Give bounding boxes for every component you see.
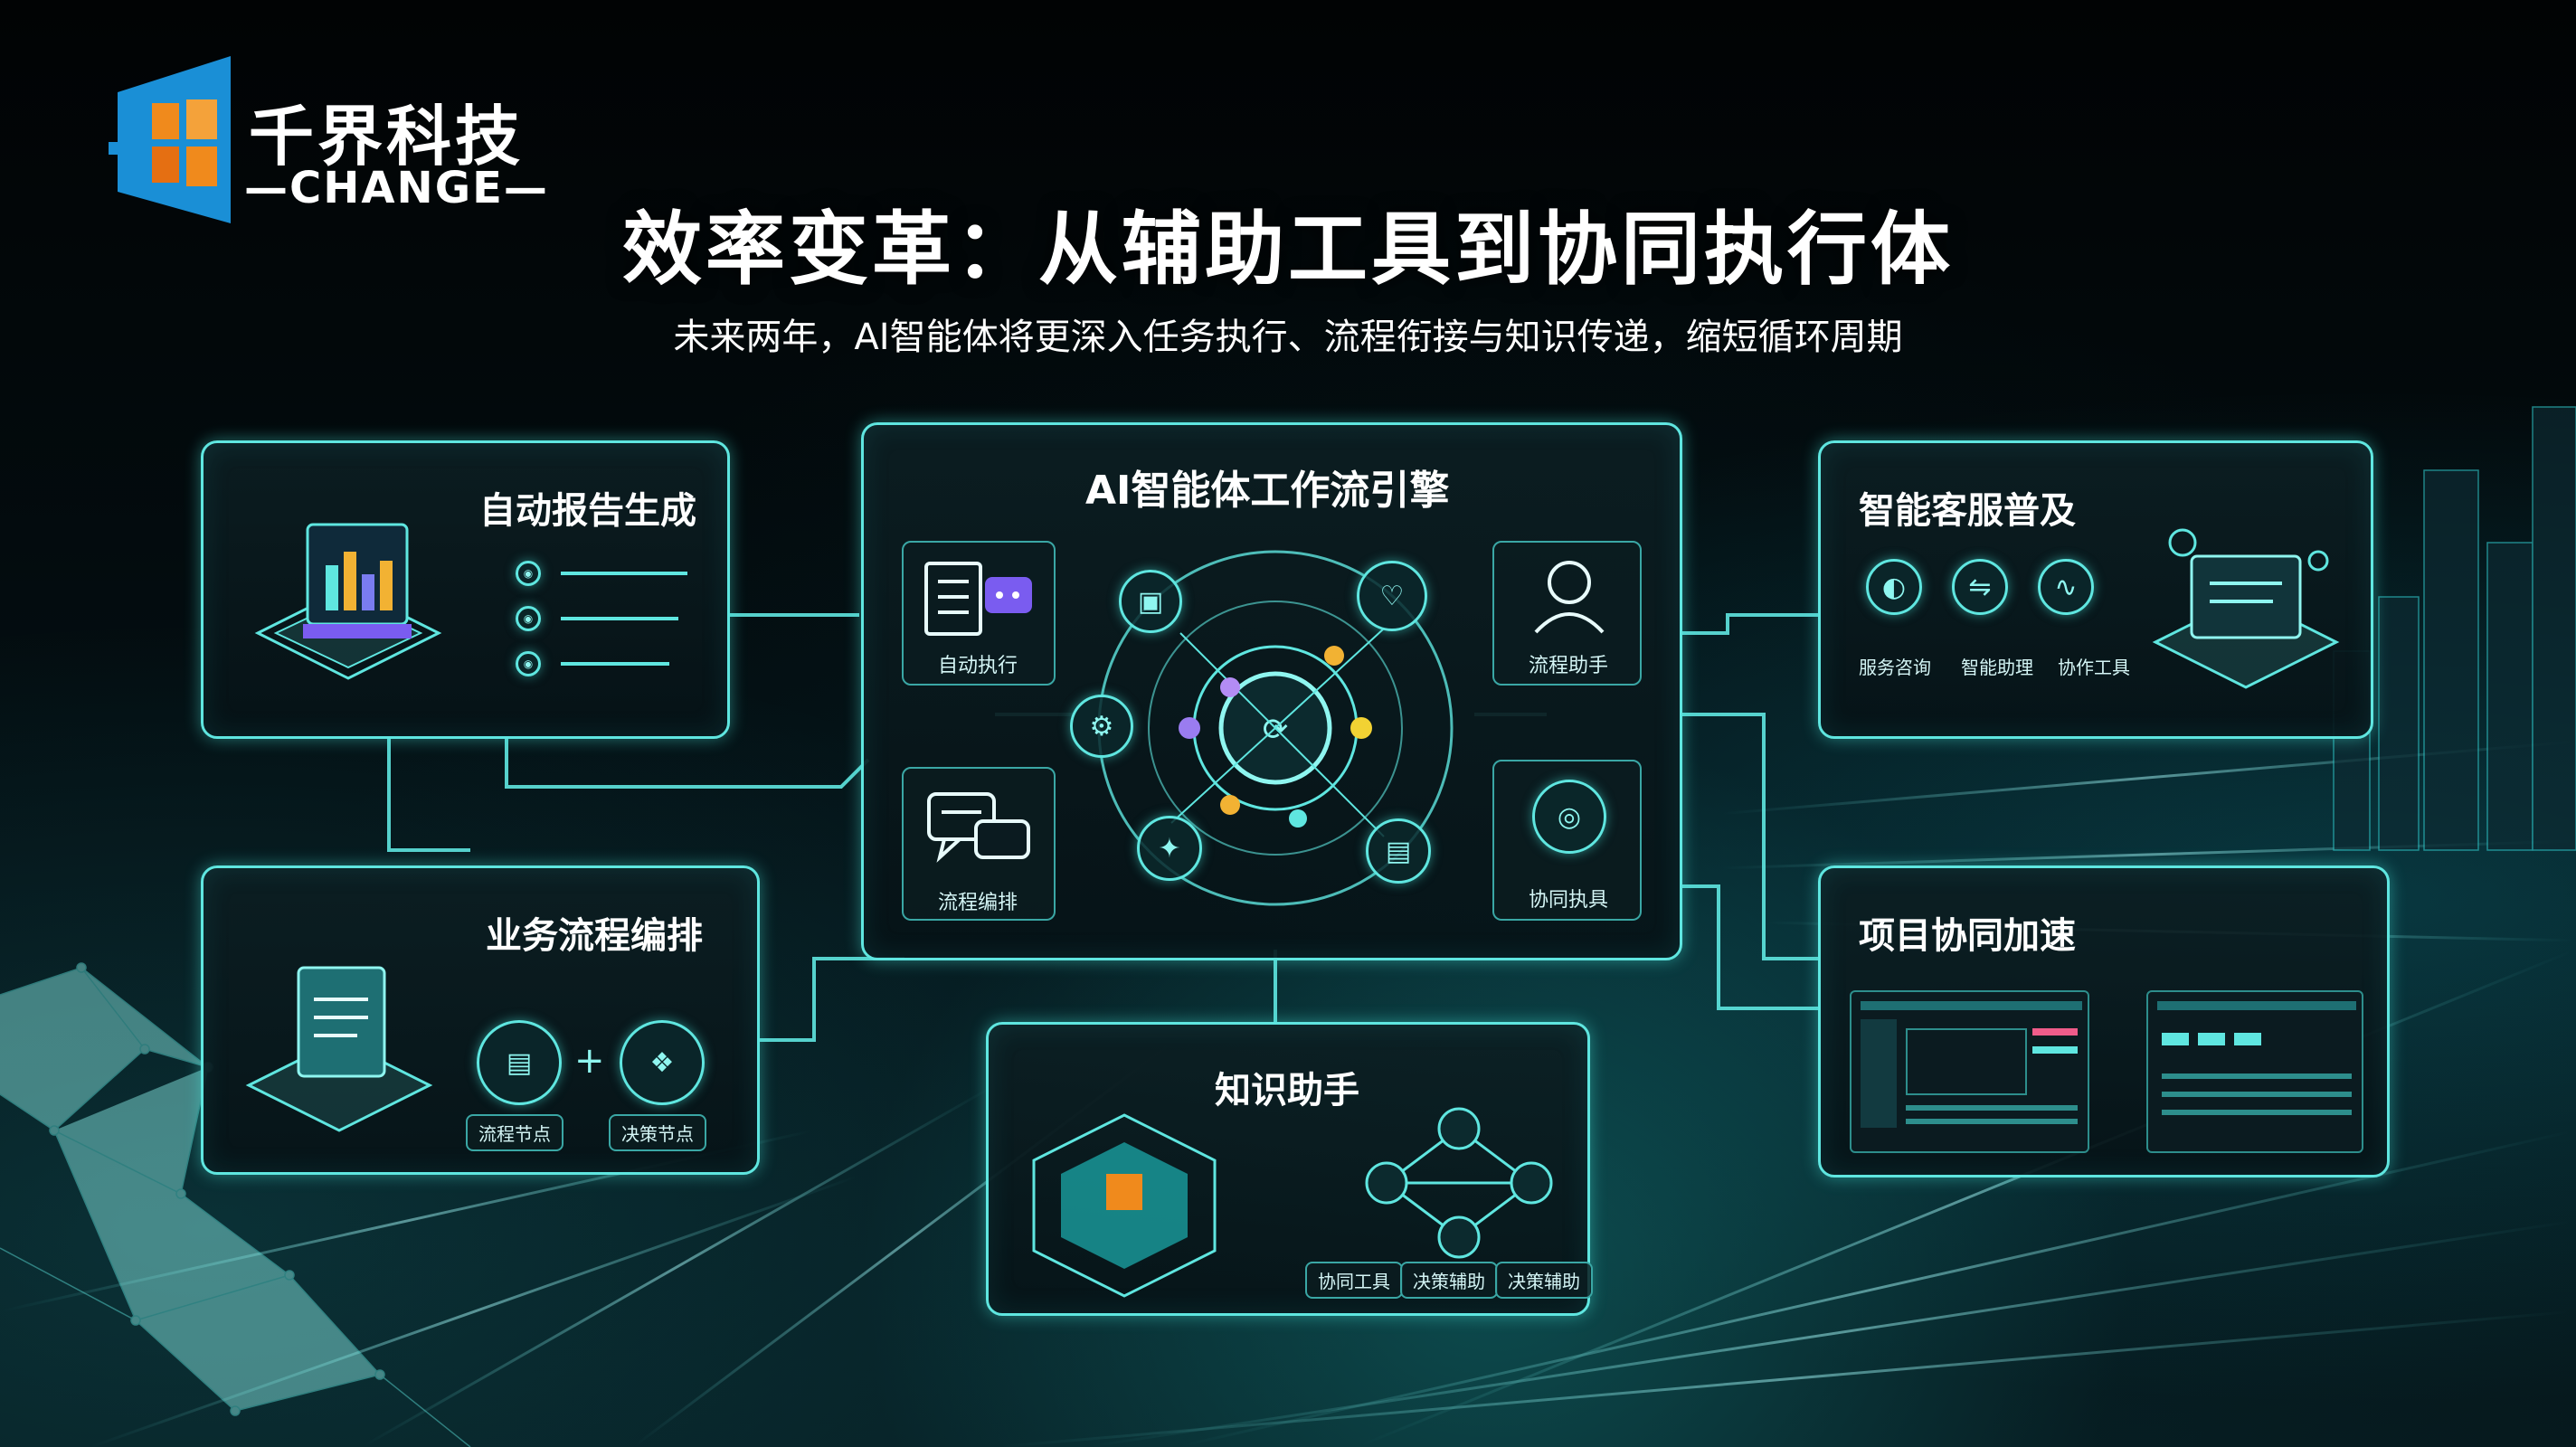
dashboard-screenshot (1850, 990, 2089, 1153)
brand-name-cn: 千界科技 (249, 99, 525, 175)
hub-node-icon: ♡ (1357, 561, 1427, 631)
report-line (561, 662, 669, 666)
knowledge-label: 决策辅助 (1495, 1262, 1593, 1299)
report-bullet-icon: ◉ (516, 606, 541, 631)
module-auto-exec[interactable]: 自动执行 (902, 541, 1056, 686)
plus-icon: + (574, 1040, 605, 1082)
hub-node-icon: ▣ (1119, 570, 1182, 633)
panel-title: 业务流程编排 (486, 915, 703, 957)
report-bullet-icon: ◉ (516, 561, 541, 586)
page-subtitle: 未来两年，AI智能体将更深入任务执行、流程衔接与知识传递，缩短循环周期 (673, 317, 1903, 358)
workflow-label: 流程节点 (466, 1114, 564, 1151)
module-label: 协同执具 (1529, 889, 1609, 912)
module-label: 流程助手 (1529, 655, 1609, 677)
report-list: ◉ ◉ ◉ (516, 561, 696, 676)
service-chat-icon: ◐ (1866, 559, 1922, 615)
service-device-icon (2152, 528, 2340, 689)
service-wave-icon: ∿ (2038, 559, 2094, 615)
panel-knowledge-assistant[interactable]: 知识助手 协同工具 决策辅助 决策辅助 (986, 1022, 1593, 1316)
module-collab-tools[interactable]: ◎ 协同执具 (1492, 760, 1642, 921)
panel-title: AI智能体工作流引擎 (1085, 468, 1450, 514)
report-bullet-icon: ◉ (516, 651, 541, 676)
knowledge-network-icon (1365, 1107, 1553, 1259)
dashboard-screenshot (2146, 990, 2363, 1153)
panel-title: 智能客服普及 (1859, 490, 2076, 532)
module-label: 自动执行 (938, 655, 1018, 677)
city-skyline (2333, 406, 2576, 851)
module-label: 流程编排 (938, 892, 1018, 914)
engine-hub-diagram: ⟳ (1097, 550, 1454, 906)
workflow-document-icon (245, 966, 433, 1132)
panel-project-collab[interactable]: 项目协同加速 (1818, 865, 2390, 1177)
report-line (561, 572, 687, 575)
knowledge-label: 决策辅助 (1400, 1262, 1498, 1299)
knowledge-cube-icon (1032, 1113, 1217, 1298)
module-flow-orchestration[interactable]: 流程编排 (902, 767, 1056, 921)
service-label: 协作工具 (2058, 657, 2130, 678)
panel-title: 知识助手 (1215, 1070, 1359, 1111)
workflow-node-icon: ▤ (477, 1020, 562, 1105)
decision-node-icon: ❖ (620, 1020, 705, 1105)
collab-target-icon: ◎ (1532, 780, 1606, 854)
hub-node-icon: ▤ (1366, 818, 1431, 884)
svg-text:⟳: ⟳ (1263, 712, 1289, 748)
module-flow-assistant[interactable]: 流程助手 (1492, 541, 1642, 686)
logo-mark-icon (109, 56, 231, 223)
knowledge-label: 协同工具 (1305, 1262, 1403, 1299)
user-avatar-icon (1534, 561, 1605, 634)
workflow-label: 决策节点 (609, 1114, 706, 1151)
panel-title: 自动报告生成 (479, 490, 696, 532)
chat-bubbles-icon (927, 792, 1030, 863)
panel-workflow-engine[interactable]: AI智能体工作流引擎 自动执行 流程编排 流程助手 ◎ 协同执具 (861, 422, 1682, 960)
document-icon (924, 562, 1032, 636)
hub-node-icon: ⚙ (1070, 695, 1133, 758)
panel-smart-service[interactable]: 智能客服普及 ◐ ⇋ ∿ 服务咨询 智能助理 协作工具 (1818, 440, 2373, 739)
panel-auto-report[interactable]: 自动报告生成 ◉ ◉ ◉ (201, 440, 730, 739)
report-chart-icon (254, 523, 442, 680)
page-title: 效率变革：从辅助工具到协同执行体 (621, 203, 1954, 296)
panel-title: 项目协同加速 (1859, 915, 2076, 957)
hub-node-icon: ✦ (1137, 816, 1202, 881)
service-link-icon: ⇋ (1952, 559, 2008, 615)
service-label: 服务咨询 (1859, 657, 1931, 678)
report-line (561, 617, 678, 620)
panel-business-workflow[interactable]: 业务流程编排 ▤ + ❖ 流程节点 决策节点 (201, 865, 760, 1175)
brand-name-en: —CHANGE— (244, 163, 549, 213)
service-label: 智能助理 (1961, 657, 2033, 678)
brand-logo: 千界科技 —CHANGE— (109, 56, 561, 228)
